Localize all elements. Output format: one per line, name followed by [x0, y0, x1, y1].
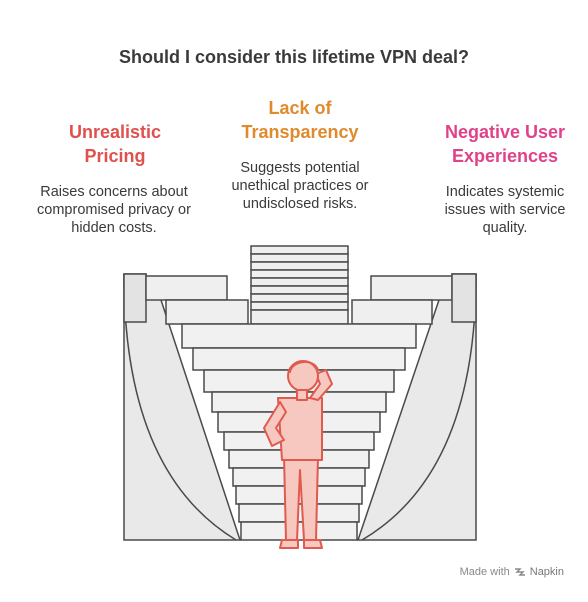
- user-experience-title: Negative User Experiences: [444, 122, 566, 166]
- napkin-logo-icon: [514, 568, 525, 576]
- pricing-description: Raises concerns about compromised privac…: [37, 184, 191, 236]
- thinking-person-icon: [263, 360, 333, 549]
- made-with-label: Made with: [459, 566, 510, 578]
- user-experience-description: Indicates systemic issues with service q…: [444, 184, 566, 236]
- side-top-steps: [123, 273, 477, 325]
- transparency-description: Suggests potential unethical practices o…: [231, 160, 369, 212]
- center-top-block: [250, 245, 349, 325]
- transparency-title: Lack of Transparency: [241, 98, 359, 142]
- footer-credit: Made with Napkin: [460, 566, 564, 578]
- page-title: Should I consider this lifetime VPN deal…: [118, 47, 470, 67]
- napkin-brand: Napkin: [529, 566, 564, 578]
- pricing-title: Unrealistic Pricing: [68, 122, 162, 166]
- stair-steps: [181, 323, 417, 541]
